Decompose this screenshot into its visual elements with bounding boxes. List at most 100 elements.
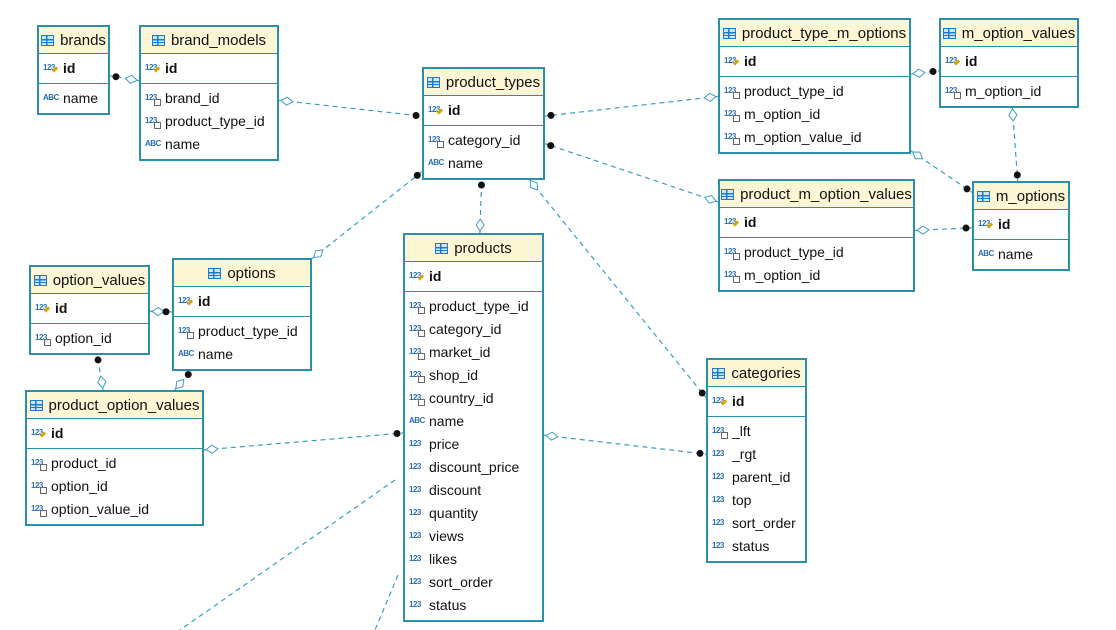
table-header[interactable]: product_type_m_options	[720, 20, 909, 47]
relation-line-product-option-values-to-products[interactable]	[203, 432, 404, 451]
table-header[interactable]: m_option_values	[941, 20, 1077, 47]
column-row[interactable]: 123_rgt	[708, 442, 805, 465]
column-name: id	[744, 213, 757, 230]
column-name: option_id	[55, 329, 112, 346]
offscreen-relation-line[interactable]	[179, 479, 396, 630]
column-name: name	[998, 245, 1034, 262]
table-header[interactable]: brand_models	[141, 27, 277, 54]
123-fk-icon: 123	[724, 132, 742, 145]
table-title: product_type_m_options	[741, 24, 907, 42]
abc-icon: ABC	[409, 415, 425, 425]
column-name: sort_order	[732, 514, 796, 531]
table-header[interactable]: categories	[708, 360, 805, 387]
relation-line-product-types-to-categories[interactable]	[528, 178, 707, 399]
table-icon	[435, 242, 449, 254]
relation-line-product-m-option-values-to-product-types[interactable]	[544, 143, 719, 203]
123-key-icon: 123	[35, 303, 53, 313]
table-header[interactable]: options	[174, 260, 310, 287]
relation-line-brand-models-to-product-types[interactable]	[278, 99, 423, 117]
column-name: id	[198, 292, 211, 309]
relation-line-products-to-categories[interactable]	[543, 434, 707, 455]
table-header[interactable]: brands	[39, 27, 108, 54]
relation-line-product-type-m-options-to-product-types[interactable]	[544, 95, 719, 117]
table-header[interactable]: product_m_option_values	[720, 181, 913, 208]
offscreen-relation-line[interactable]	[374, 574, 399, 630]
column-name: m_option_id	[744, 266, 821, 283]
table-header[interactable]: product_option_values	[27, 392, 202, 419]
table-header[interactable]: option_values	[31, 267, 148, 294]
123-fk-icon: 123	[724, 247, 742, 260]
table-header[interactable]: products	[405, 235, 542, 262]
relation-diamond-marker	[703, 92, 717, 102]
123-icon: 123	[409, 530, 421, 540]
table-header[interactable]: product_types	[424, 69, 543, 96]
table-header[interactable]: m_options	[974, 183, 1068, 210]
column-row[interactable]: 123_lft	[708, 419, 805, 442]
123-fk-icon: 123	[409, 301, 427, 314]
